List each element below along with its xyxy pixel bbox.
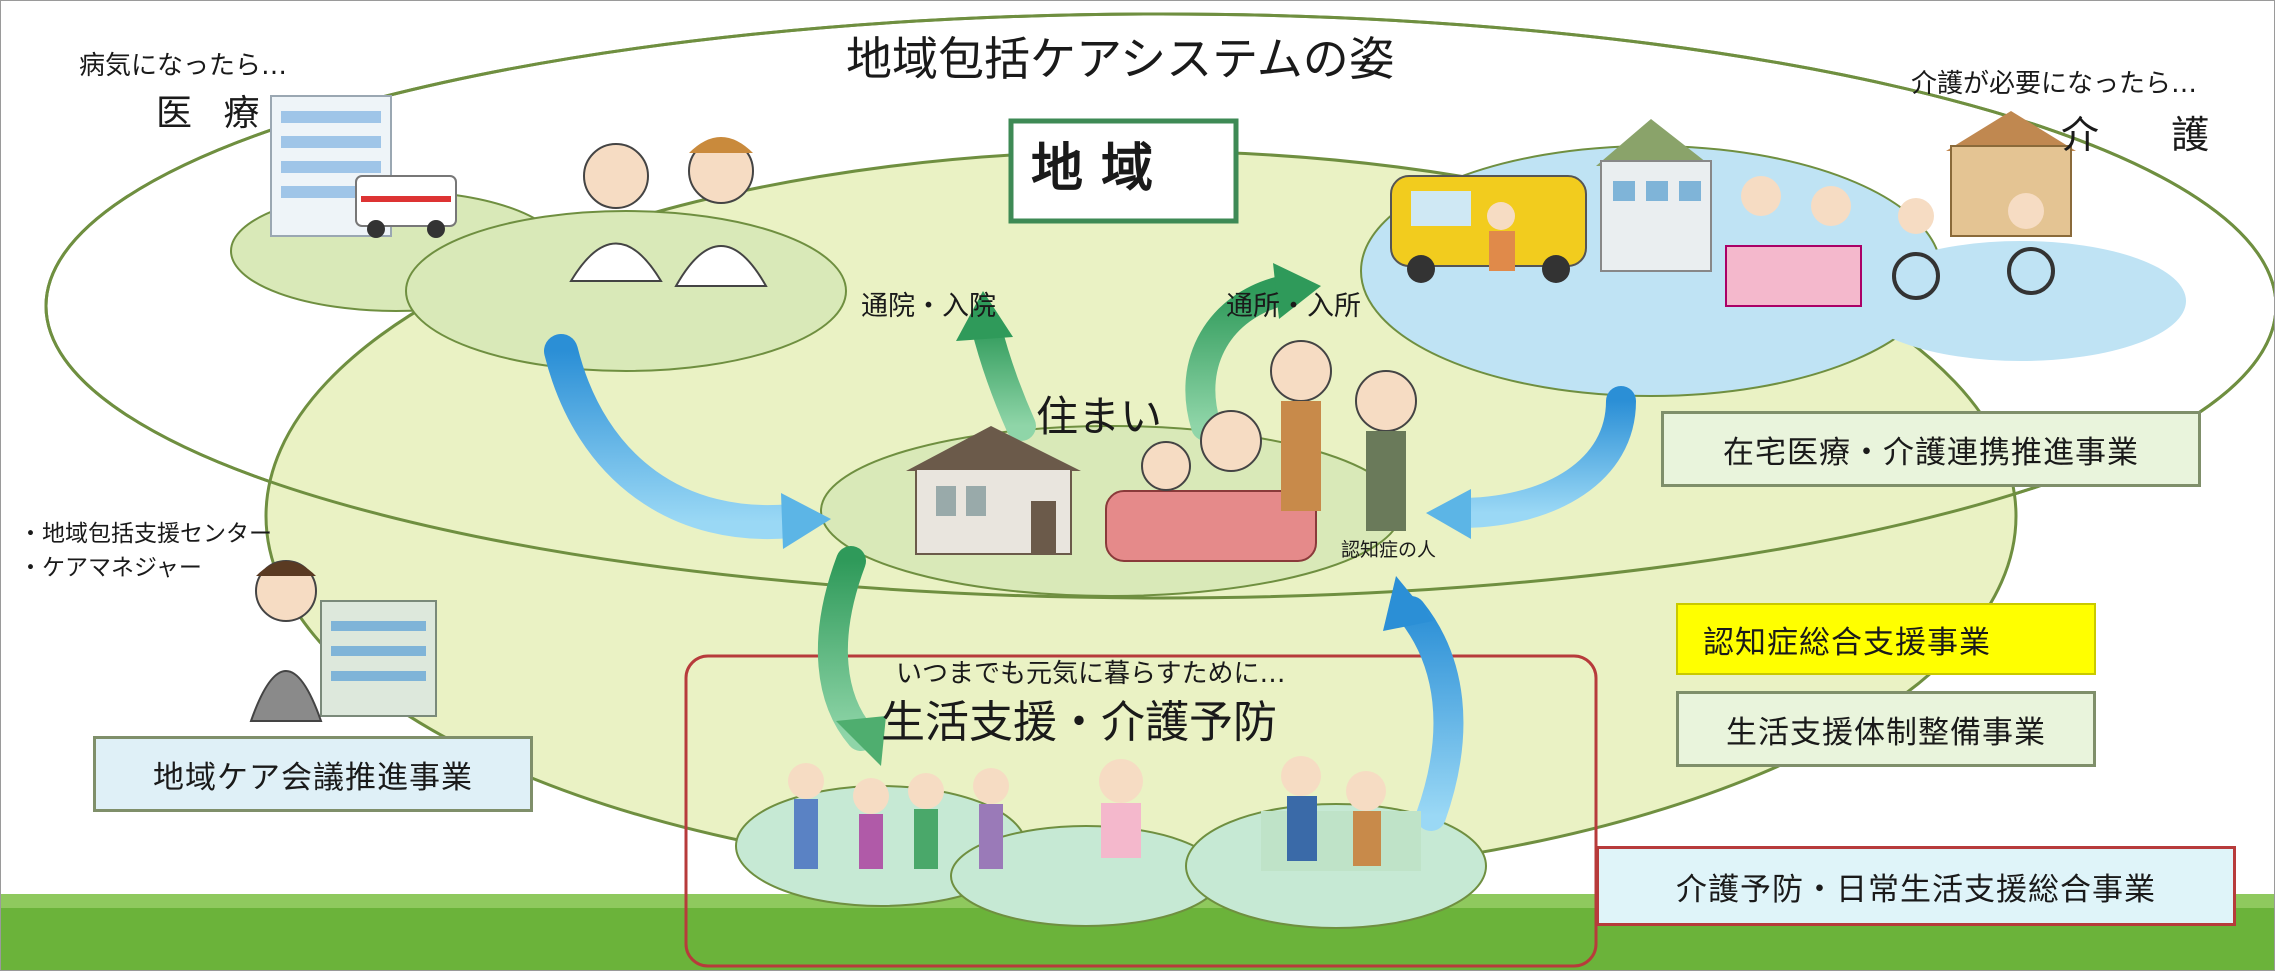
support-caption: いつまでも元気に暮らすために… <box>896 659 1286 689</box>
support-frame <box>684 654 1598 968</box>
support-label: 生活支援・介護予防 <box>881 697 1277 748</box>
helper-icon <box>1261 756 1421 871</box>
arrow-care-to-home <box>1451 386 1636 528</box>
center-line2: ・ケアマネジャー <box>19 555 202 581</box>
project-life-support-system: 生活支援体制整備事業 <box>1676 691 2096 767</box>
diagram-title: 地域包括ケアシステムの姿 <box>846 32 1395 86</box>
project-home-medical-care: 在宅医療・介護連携推進事業 <box>1661 411 2201 487</box>
care-label: 介 護 <box>2061 113 2240 157</box>
arrow-label-hospital: 通院・入院 <box>861 291 996 322</box>
project-community-care-meeting: 地域ケア会議推進事業 <box>93 736 533 812</box>
family-icon <box>1105 340 1417 562</box>
arrow-medical-to-home <box>544 334 808 539</box>
house-icon <box>906 426 1081 555</box>
ambulance-icon <box>355 175 457 238</box>
home-label: 住まい <box>1036 392 1163 441</box>
van-icon <box>1390 175 1587 283</box>
care-manager-icon <box>249 560 323 722</box>
project-dementia-support: 認知症総合支援事業 <box>1676 603 2096 675</box>
bath-care-icon <box>1725 176 1862 307</box>
medical-ellipse <box>405 210 847 372</box>
project-prevention-daily-life: 介護予防・日常生活支援総合事業 <box>1596 846 2236 926</box>
region-label-box <box>1008 118 1239 224</box>
office-building-icon <box>320 600 437 717</box>
region-label: 地域 <box>1031 139 1172 199</box>
medical-label: 医 療 <box>156 93 270 134</box>
arrow-support-to-home <box>1396 596 1464 831</box>
nursing-home-icon <box>1596 119 1712 272</box>
dementia-label: 認知症の人 <box>1341 539 1437 561</box>
doctor-nurse-icon <box>569 137 768 287</box>
care-ellipse-right <box>1856 241 2186 361</box>
arrow-home-to-care <box>1185 276 1296 441</box>
wheelchair-icon <box>1892 111 2076 300</box>
care-caption: 介護が必要になったら… <box>1911 69 2198 99</box>
seniors-exercise-icon <box>788 759 1143 869</box>
arrow-label-facility: 通所・入所 <box>1226 291 1361 322</box>
center-line1: ・地域包括支援センター <box>19 521 272 547</box>
medical-caption: 病気になったら… <box>79 51 288 81</box>
